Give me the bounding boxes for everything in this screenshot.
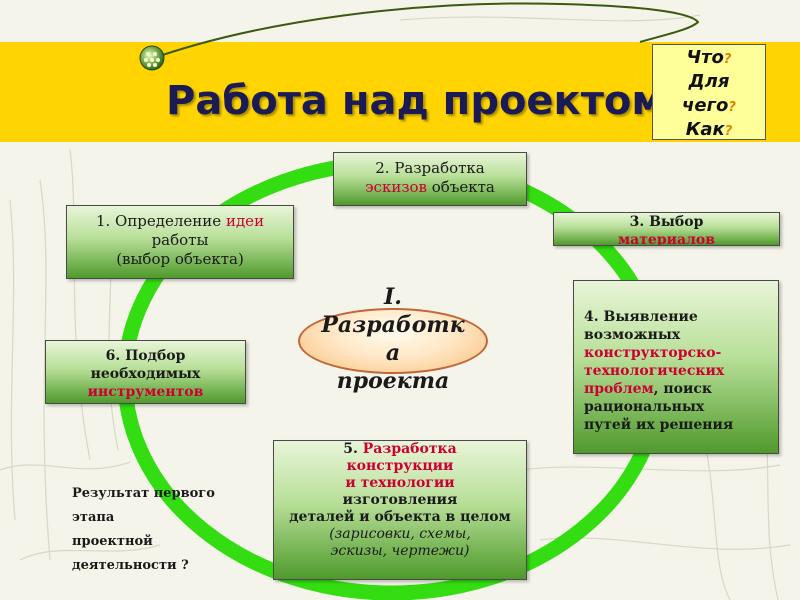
step-4-highlight2: технологических bbox=[584, 363, 725, 379]
center-label: I. Разработк а проекта bbox=[318, 283, 468, 395]
step-3-materials-box: 3. Выбор материалов bbox=[553, 212, 780, 246]
step-5-line1: 5. Разработка bbox=[343, 441, 457, 457]
step-1-line3: (выбор объекта) bbox=[116, 250, 244, 268]
page-title: Работа над проектом bbox=[166, 78, 665, 124]
step-1-line2: работы bbox=[151, 231, 209, 249]
step-6-line1: 6. Подбор bbox=[105, 348, 186, 364]
step-4-line2: возможных bbox=[584, 327, 681, 343]
step-1-line1: 1. Определение идеи bbox=[95, 212, 265, 230]
question-what: Что? bbox=[686, 47, 732, 68]
center-ellipse bbox=[298, 308, 488, 374]
center-line4: проекта bbox=[336, 368, 450, 394]
step-5-line3: и технологии bbox=[345, 475, 455, 491]
center-line3: а bbox=[385, 340, 401, 366]
decorative-swoosh bbox=[147, 2, 700, 61]
question-for: Для bbox=[688, 71, 730, 92]
step-5-line5: деталей и объекта в целом bbox=[289, 509, 511, 525]
step-4-line6: рациональных bbox=[584, 399, 705, 415]
step-5-line6: (зарисовки, схемы, bbox=[329, 526, 471, 542]
step-3-highlight: материалов bbox=[618, 232, 715, 246]
step-5-line7: эскизы, чертежи) bbox=[330, 543, 470, 559]
step-2-line1: 2. Разработка bbox=[375, 159, 485, 177]
step-5-design-box: 5. Разработка конструкции и технологии и… bbox=[273, 440, 527, 580]
step-2-line2: эскизов объекта bbox=[365, 178, 495, 196]
result-line4: деятельности ? bbox=[72, 558, 189, 573]
question-how: Как? bbox=[685, 119, 733, 140]
questions-box: Что? Для чего? Как? bbox=[652, 44, 766, 140]
step-3-line1: 3. Выбор bbox=[629, 214, 704, 230]
step-4-line5: проблем, поиск bbox=[584, 381, 713, 397]
step-4-highlight1: конструкторско- bbox=[584, 345, 722, 361]
step-5-line4: изготовления bbox=[342, 492, 458, 508]
step-6-tools-box: 6. Подбор необходимых инструментов bbox=[45, 340, 246, 404]
step-4-line7: путей их решения bbox=[584, 417, 734, 433]
step-2-sketches-box: 2. Разработка эскизов объекта bbox=[333, 152, 527, 206]
step-1-idea-box: 1. Определение идеи работы (выбор объект… bbox=[66, 205, 294, 279]
center-line1: I. bbox=[384, 284, 402, 310]
result-line1: Результат первого bbox=[72, 486, 215, 501]
question-why: чего? bbox=[682, 95, 736, 116]
result-line2: этапа bbox=[72, 510, 115, 525]
step-4-problems-box: 4. Выявление возможных конструкторско- т… bbox=[573, 280, 779, 454]
step-5-line2: конструкции bbox=[346, 458, 454, 474]
result-question: Результат первого этапа проектной деятел… bbox=[72, 482, 215, 578]
step-4-line1: 4. Выявление bbox=[584, 309, 698, 325]
center-line2: Разработк bbox=[321, 312, 465, 338]
step-6-highlight: инструментов bbox=[87, 384, 204, 400]
step-6-line2: необходимых bbox=[90, 366, 201, 382]
result-line3: проектной bbox=[72, 534, 153, 549]
